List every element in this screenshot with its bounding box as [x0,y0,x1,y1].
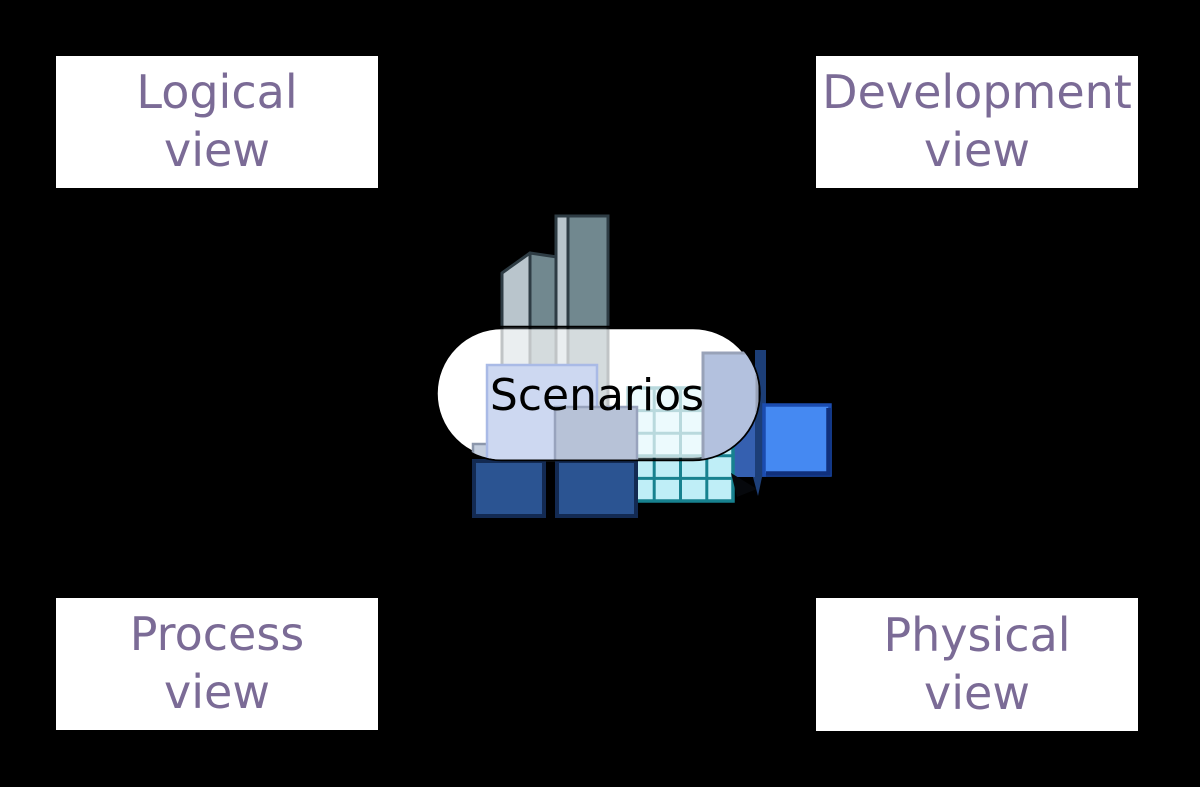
foreground-buildings-clipped [471,351,759,460]
node-process-view-label-line1: Process [129,607,305,662]
node-development-view: Development view [816,56,1138,188]
arrow-tail [753,477,762,496]
node-physical-view-label-line2: view [924,665,1030,720]
node-process-view-label-line2: view [164,665,270,719]
node-logical-view-label-line1: Logical [136,65,298,120]
scenarios-label: Scenarios [490,370,704,421]
node-development-view-label-line2: view [924,123,1030,177]
node-logical-view: Logical view [56,56,378,188]
navy-strip [755,350,766,477]
arrow-tip [731,473,757,497]
node-development-view-label-line1: Development [822,65,1132,120]
center-city-illustration: Scenarios [434,214,832,518]
node-logical-view-label-line2: view [164,123,270,177]
navy-block-b [555,459,638,518]
node-process-view: Process view [56,598,378,730]
gray-building [553,405,639,460]
node-physical-view: Physical view [816,598,1138,731]
navy-block-a [472,459,546,518]
node-physical-view-label-line1: Physical [883,607,1071,662]
bright-blue-square-building [762,403,832,477]
